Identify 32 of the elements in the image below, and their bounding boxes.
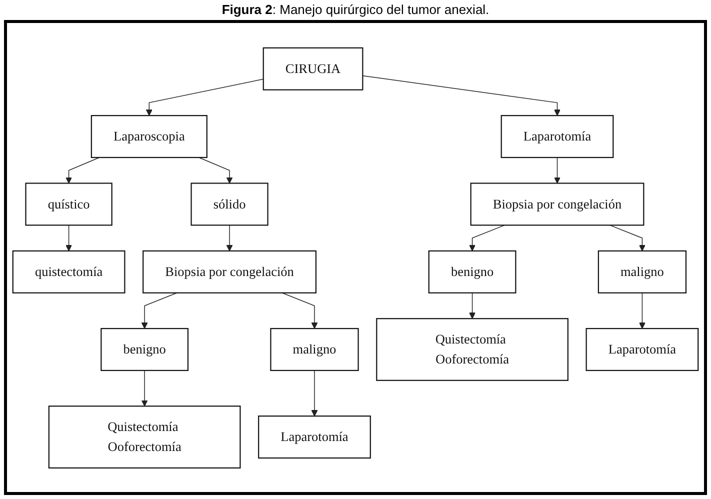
arrow: [311, 370, 318, 416]
arrow: [66, 224, 72, 251]
node-box: Quistectomía Ooforectomía: [48, 405, 241, 468]
node-box: quistectomía: [12, 250, 126, 293]
arrow: [469, 292, 476, 318]
arrow: [554, 156, 560, 184]
node-box: Laparotomía: [586, 328, 699, 371]
node-box: Biopsia por congelación: [142, 250, 316, 293]
node-box: Laparoscopia: [90, 114, 208, 158]
node-box: Biopsia por congelación: [470, 182, 644, 226]
arrow: [141, 292, 178, 328]
arrow: [469, 224, 505, 251]
arrow: [282, 292, 318, 328]
node-box: Laparotomía: [500, 114, 614, 158]
arrow: [141, 370, 148, 406]
arrow: [146, 78, 264, 116]
node-box: benigno: [100, 328, 189, 371]
arrow: [362, 74, 560, 116]
node-box: Quistectomía Ooforectomía: [376, 318, 568, 381]
arrow: [638, 292, 646, 328]
node-box: sólido: [190, 182, 268, 226]
arrow: [610, 224, 646, 251]
node-box: maligno: [598, 250, 687, 293]
arrow: [226, 224, 233, 251]
node-box: benigno: [428, 250, 516, 293]
node-box: quístico: [25, 182, 112, 226]
node-box: maligno: [270, 328, 359, 371]
arrow: [198, 156, 233, 184]
node-box: CIRUGIA: [262, 46, 364, 90]
figure-title: Figura 2: Manejo quirúrgico del tumor anexial.: [220, 2, 490, 17]
arrow: [66, 156, 100, 184]
node-box: Laparotomía: [258, 415, 371, 458]
